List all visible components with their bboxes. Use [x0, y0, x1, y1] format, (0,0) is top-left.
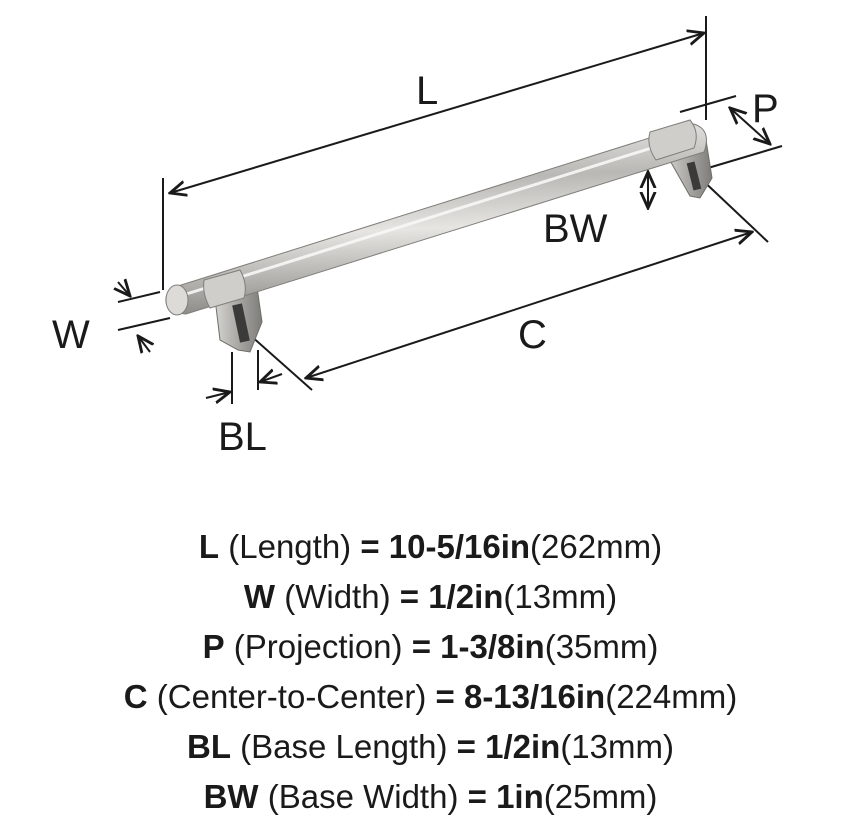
spec-line: W (Width) = 1/2in(13mm): [0, 572, 861, 622]
spec-equals: =: [360, 528, 380, 565]
spec-name: (Base Width): [267, 778, 459, 815]
spec-line: BL (Base Length) = 1/2in(13mm): [0, 722, 861, 772]
width-arrow-top: [118, 282, 130, 296]
handle-illustration: [165, 119, 713, 353]
length-label: L: [416, 69, 438, 113]
spec-equals: =: [399, 578, 420, 615]
spec-metric: (35mm): [544, 628, 659, 665]
center-arrow: [306, 232, 752, 378]
spec-imperial: 1in: [496, 778, 544, 815]
spec-line: BW (Base Width) = 1in(25mm): [0, 772, 861, 822]
spec-imperial: 1/2in: [428, 578, 504, 615]
spec-equals: =: [456, 728, 476, 765]
spec-metric: (13mm): [560, 728, 674, 765]
base-length-arrow-left: [205, 392, 230, 398]
spec-equals: =: [467, 778, 487, 815]
base-length-label: BL: [218, 415, 267, 459]
dimension-specs: L (Length) = 10-5/16in(262mm)W (Width) =…: [0, 522, 861, 822]
center-label: C: [518, 313, 547, 357]
spec-code: P: [202, 628, 225, 665]
projection-label: P: [752, 87, 779, 131]
spec-imperial: 1/2in: [485, 728, 561, 765]
spec-line: P (Projection) = 1-3/8in(35mm): [0, 622, 861, 672]
spec-equals: =: [411, 628, 431, 665]
spec-metric: (262mm): [530, 528, 663, 565]
handle-bar: [165, 123, 707, 315]
spec-name: (Length): [228, 528, 352, 565]
spec-code: W: [243, 578, 276, 615]
spec-line: C (Center-to-Center) = 8-13/16in(224mm): [0, 672, 861, 722]
spec-code: BW: [203, 778, 259, 815]
spec-code: BL: [187, 728, 231, 765]
spec-code: C: [123, 678, 148, 715]
spec-imperial: 1-3/8in: [440, 628, 545, 665]
left-collar: [203, 269, 246, 309]
spec-line: L (Length) = 10-5/16in(262mm): [0, 522, 861, 572]
spec-metric: (13mm): [503, 578, 618, 615]
base-width-label: BW: [543, 207, 608, 251]
base-length-arrow-right: [260, 374, 283, 382]
dimension-arrows: [118, 33, 770, 398]
handle-dimension-diagram: L P BW W C BL: [52, 16, 783, 459]
spec-name: (Center-to-Center): [156, 678, 427, 715]
width-label: W: [52, 313, 90, 357]
bar-end-cap: [165, 284, 189, 316]
spec-imperial: 8-13/16in: [463, 678, 606, 715]
spec-code: L: [198, 528, 220, 565]
spec-metric: (224mm): [605, 678, 738, 715]
projection-arrow: [730, 108, 770, 144]
width-arrow-bottom: [138, 336, 150, 352]
spec-name: (Width): [284, 578, 391, 615]
spec-imperial: 10-5/16in: [388, 528, 531, 565]
spec-name: (Projection): [233, 628, 403, 665]
spec-equals: =: [435, 678, 455, 715]
spec-name: (Base Length): [240, 728, 448, 765]
spec-metric: (25mm): [543, 778, 658, 815]
length-arrow: [170, 33, 704, 193]
right-collar: [648, 119, 697, 161]
